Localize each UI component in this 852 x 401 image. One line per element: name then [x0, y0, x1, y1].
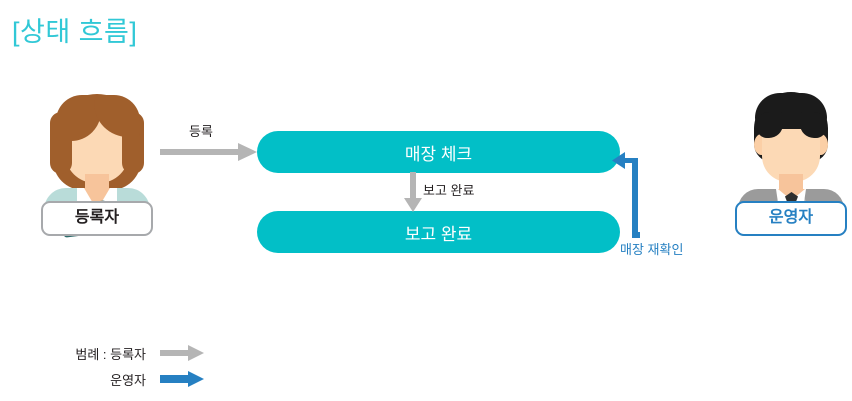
- arrow-report-icon: [404, 172, 422, 212]
- legend-arrow-operator-icon: [160, 371, 204, 387]
- edge-label-report: 보고 완료: [423, 183, 475, 198]
- legend-row-operator: 운영자: [38, 366, 204, 392]
- state-node-report-done[interactable]: 보고 완료: [257, 211, 620, 253]
- legend-label-operator: 운영자: [110, 372, 146, 388]
- page-title: [상태 흐름]: [12, 17, 138, 47]
- state-node-store-check-label: 매장 체크: [404, 144, 473, 164]
- operator-badge: 운영자: [735, 201, 847, 236]
- legend-label-registrant: 범례 : 등록자: [75, 346, 146, 362]
- legend-arrow-registrant-icon: [160, 345, 204, 361]
- arrow-recheck-icon: [612, 152, 640, 238]
- registrant-avatar: 등록자: [22, 88, 172, 238]
- edge-label-register: 등록: [189, 124, 213, 139]
- arrow-register-icon: [160, 143, 257, 161]
- registrant-badge: 등록자: [41, 201, 153, 236]
- actor-registrant: 등록자: [22, 88, 172, 238]
- hair-peak-right-shape: [800, 112, 826, 138]
- actor-operator: 운영자: [716, 88, 852, 236]
- state-node-store-check[interactable]: 매장 체크: [257, 131, 620, 173]
- operator-avatar: 운영자: [716, 88, 852, 236]
- state-node-report-done-label: 보고 완료: [404, 224, 473, 244]
- hair-peak-left-shape: [757, 112, 783, 138]
- edge-label-recheck: 매장 재확인: [620, 242, 684, 257]
- legend: 범례 : 등록자 운영자: [38, 340, 204, 392]
- legend-row-registrant: 범례 : 등록자: [38, 340, 204, 366]
